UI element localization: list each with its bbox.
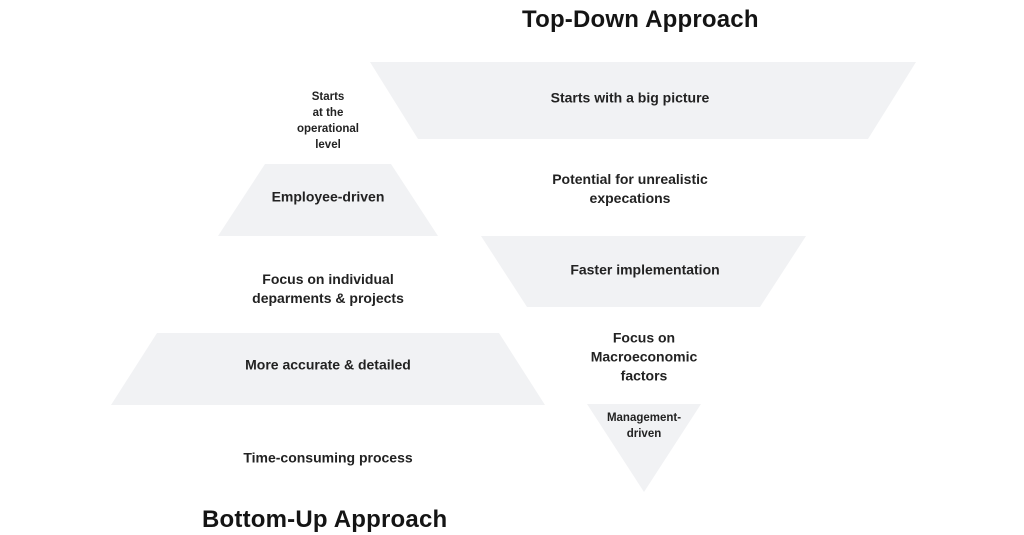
top-down-level-5-label: Management- driven <box>606 411 682 440</box>
bottom-up-level-2-label: Employee-driven <box>271 188 385 205</box>
top-down-band-5 <box>587 404 701 492</box>
bottom-up-band-4 <box>111 333 545 405</box>
bottom-up-level-4-label: More accurate & detailed <box>245 356 411 373</box>
bottom-up-level-5-label: Time-consuming process <box>243 449 413 466</box>
top-down-band-1 <box>370 62 916 139</box>
top-down-level-1-label: Starts with a big picture <box>550 89 710 106</box>
top-down-title: Top-Down Approach <box>522 6 759 33</box>
bottom-up-level-3-label: Focus on individual deparments & project… <box>252 271 404 306</box>
top-down-level-2-label: Potential for unrealistic expecations <box>552 171 708 206</box>
bottom-up-band-2 <box>218 164 438 236</box>
top-down-band-3 <box>481 236 806 307</box>
bottom-up-level-1-label: Starts at the operational level <box>297 90 359 152</box>
top-down-level-3-label: Faster implementation <box>570 261 720 278</box>
bottom-up-title: Bottom-Up Approach <box>202 506 448 533</box>
top-down-level-4-label: Focus on Macroeconomic factors <box>590 329 698 384</box>
